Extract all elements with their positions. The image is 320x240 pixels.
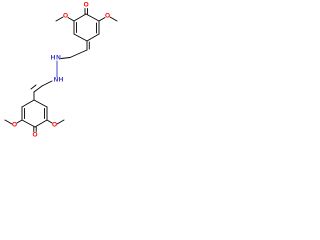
bottom-carbonyl-oxygen-label: O — [32, 132, 37, 139]
bond — [30, 84, 37, 90]
top-methylidene — [60, 40, 90, 59]
bottom-ring — [4, 99, 65, 132]
methoxy-bond — [98, 17, 106, 22]
bond — [41, 80, 53, 87]
structure-canvas: O O O H N H N O O O — [0, 0, 150, 150]
bond — [86, 33, 100, 42]
linker-nitrogen-lower-label: N — [54, 77, 59, 84]
methoxy-bond — [4, 119, 13, 125]
bond — [73, 33, 88, 42]
methoxy-bond — [67, 17, 75, 22]
methoxy-bond — [16, 119, 23, 124]
bottom-methoxy-oxygen-left-label: O — [12, 122, 17, 129]
bond — [33, 85, 43, 93]
linker-hydrogen-upper-label: H — [51, 55, 56, 62]
bottom-methoxy-oxygen-right-label: O — [52, 122, 57, 129]
bottom-methylidene — [30, 80, 53, 101]
methoxy-bond — [46, 119, 53, 124]
top-ring — [55, 8, 118, 42]
top-methoxy-oxygen-right-label: O — [105, 13, 110, 20]
bond — [34, 119, 48, 128]
linker-hydrogen-lower-label: H — [59, 77, 64, 84]
bond — [21, 119, 36, 128]
bond — [60, 57, 71, 59]
top-methoxy-oxygen-left-label: O — [63, 13, 68, 20]
top-carbonyl-oxygen-label: O — [84, 2, 89, 9]
methoxy-bond — [56, 119, 65, 125]
bond — [33, 99, 48, 108]
bond — [85, 13, 100, 22]
linker-nitrogen-upper-label: N — [56, 55, 61, 62]
methoxy-bond — [109, 16, 118, 22]
bond — [69, 49, 88, 58]
methoxy-bond — [55, 16, 64, 22]
bond — [73, 13, 87, 22]
bond — [21, 99, 35, 108]
molecule-diagram: O O O H N H N O O O — [4, 2, 118, 139]
